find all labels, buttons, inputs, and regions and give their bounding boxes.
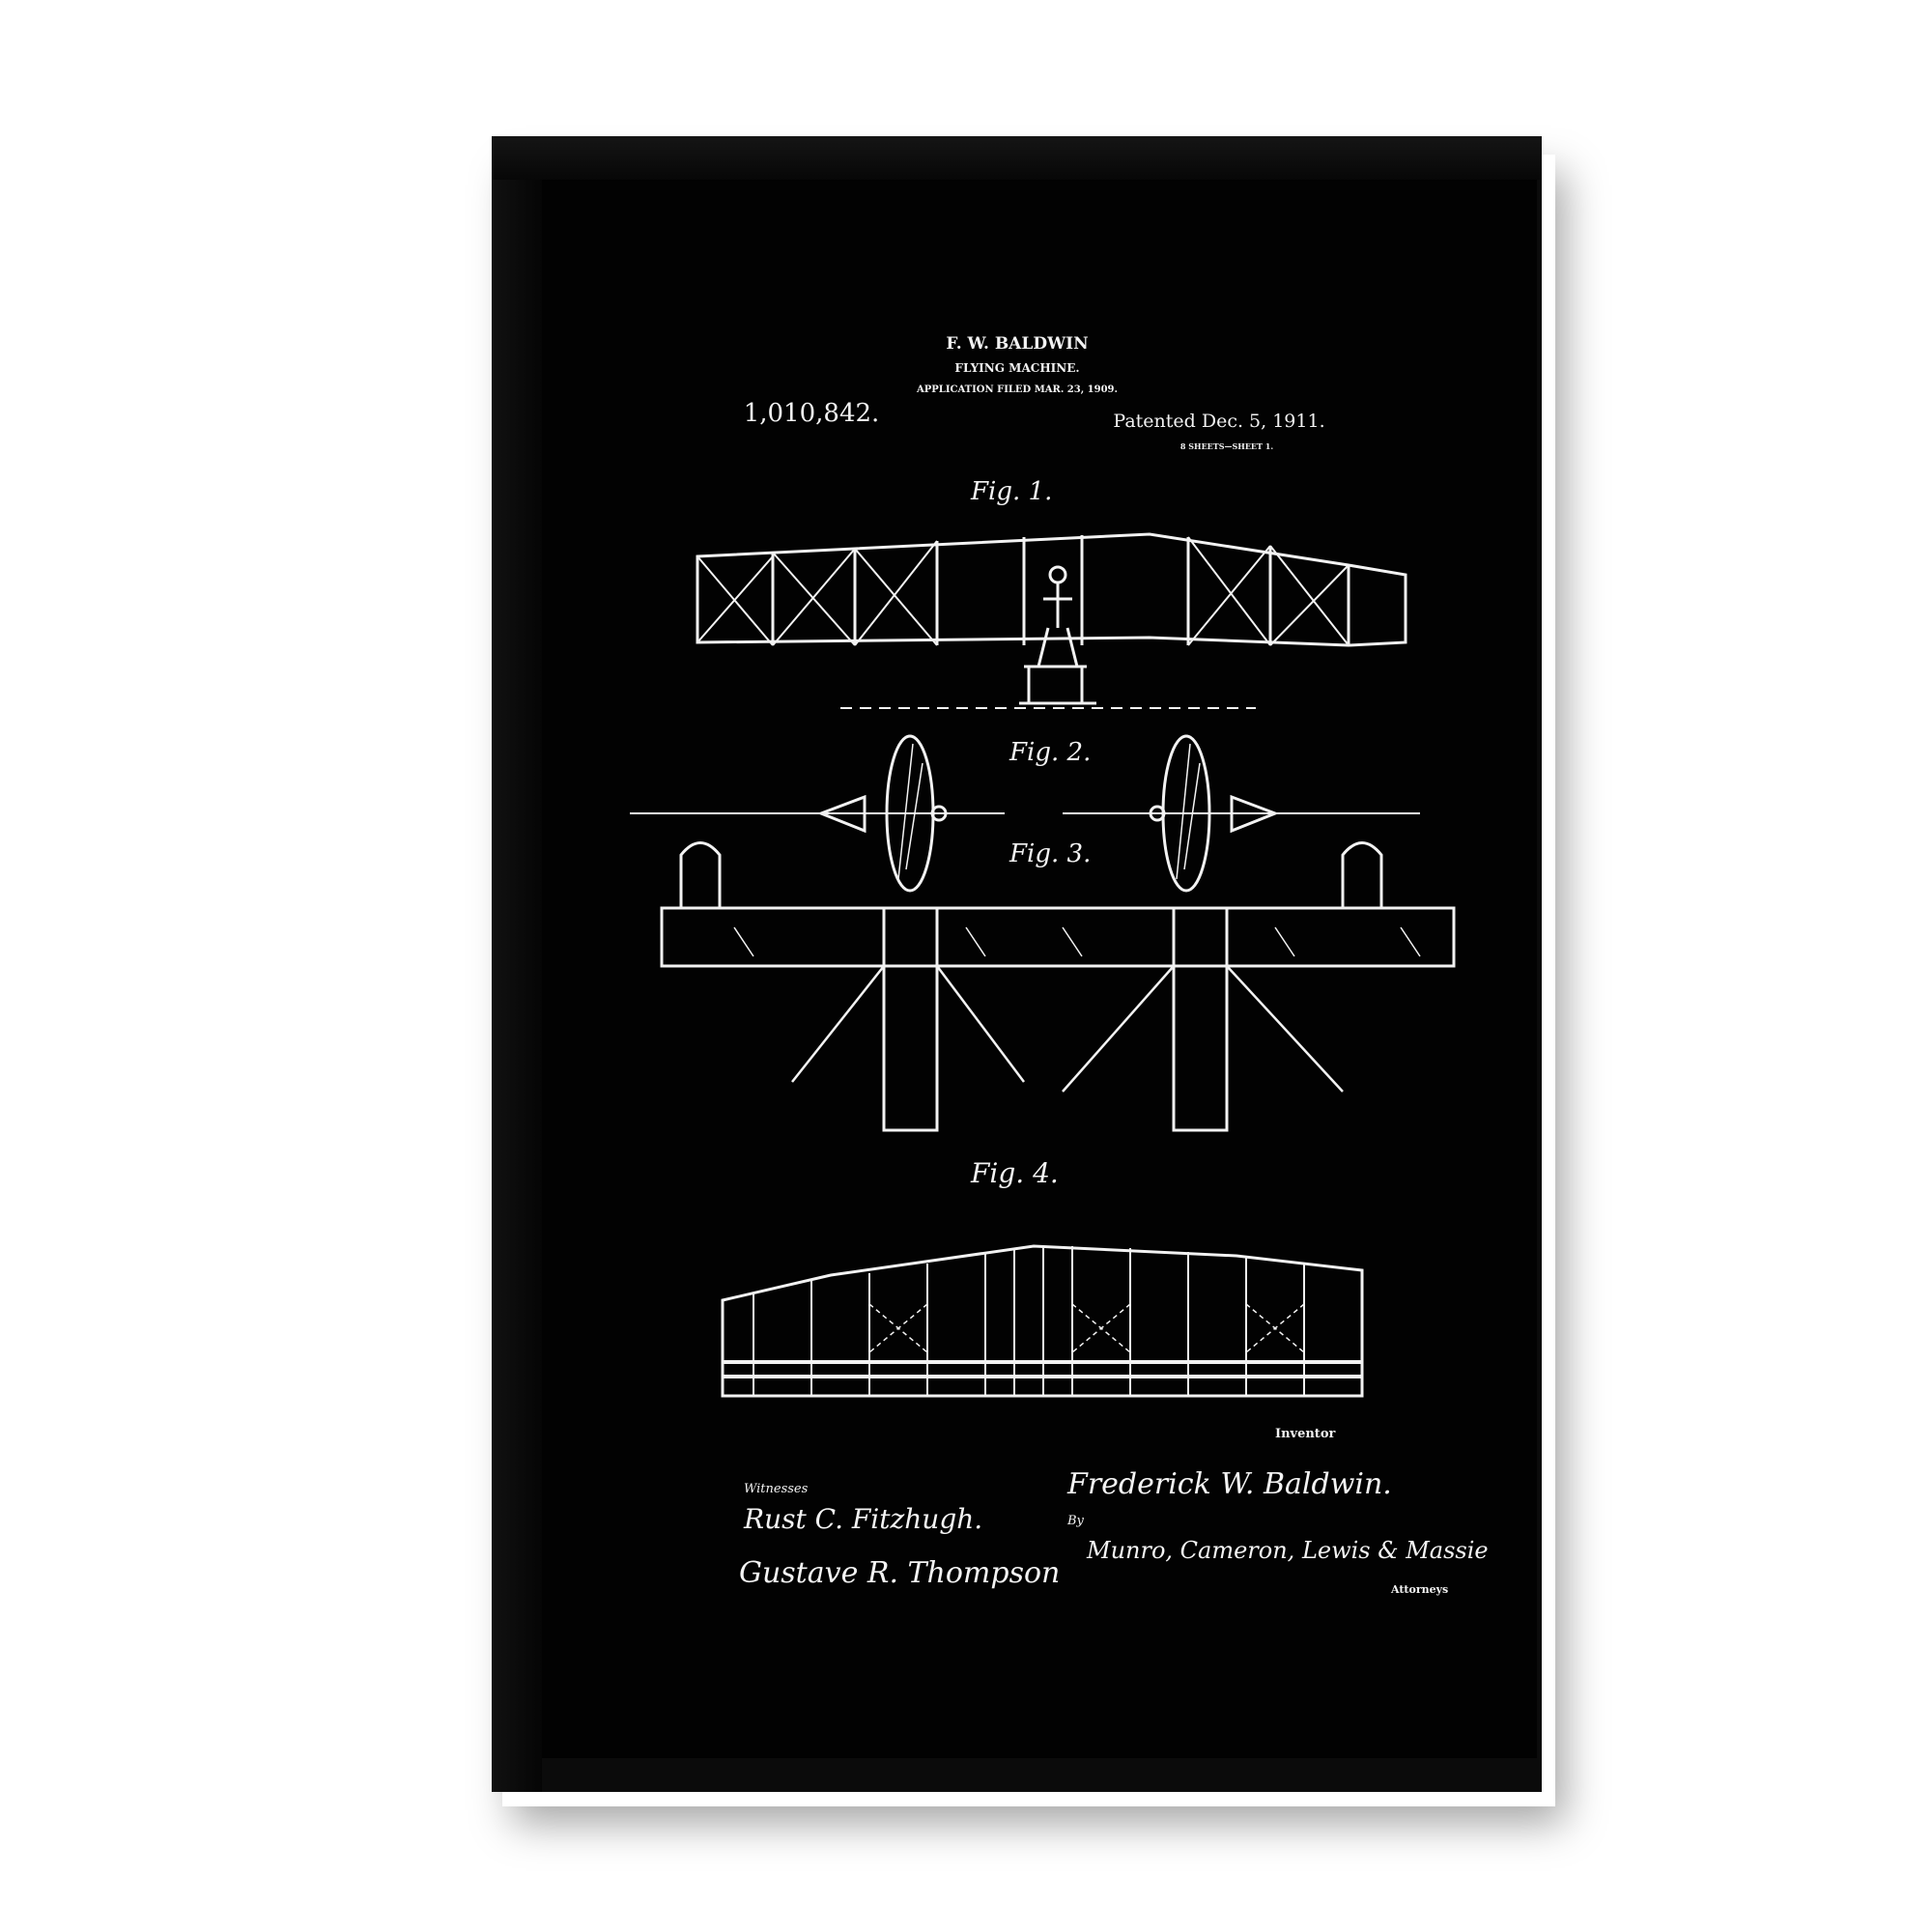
patented-date: Patented Dec. 5, 1911. [1113, 411, 1325, 432]
fig4-drawing [721, 1244, 1364, 1398]
frame-top-edge [492, 136, 1542, 180]
title-heading: FLYING MACHINE. [954, 361, 1080, 375]
print-canvas [542, 180, 1537, 1758]
patent-number: 1,010,842. [743, 399, 880, 428]
inventor-label: Inventor [1275, 1427, 1336, 1441]
fig2-drawing [630, 734, 1420, 893]
witness-2-signature: Gustave R. Thompson [739, 1556, 1061, 1590]
inventor-signature: Frederick W. Baldwin. [1067, 1467, 1392, 1501]
fig3-label: Fig. 3. [1009, 839, 1092, 868]
inventor-heading: F. W. BALDWIN [946, 334, 1089, 354]
application-line: APPLICATION FILED MAR. 23, 1909. [916, 384, 1119, 395]
fig4-label: Fig. 4. [971, 1157, 1059, 1189]
sheets-line: 8 SHEETS—SHEET 1. [1179, 441, 1274, 451]
fig2-label: Fig. 2. [1009, 738, 1092, 767]
attorneys-label: Attorneys [1391, 1583, 1449, 1596]
fig1-label: Fig. 1. [971, 477, 1053, 506]
attorneys-signature: Munro, Cameron, Lewis & Massie [1087, 1537, 1489, 1564]
witness-1-signature: Rust C. Fitzhugh. [744, 1503, 983, 1535]
by-label: By [1067, 1514, 1084, 1528]
fig3-drawing [660, 841, 1456, 1132]
fig1-drawing [696, 532, 1407, 709]
witnesses-label: Witnesses [744, 1482, 809, 1496]
frame-left-edge [492, 136, 542, 1792]
